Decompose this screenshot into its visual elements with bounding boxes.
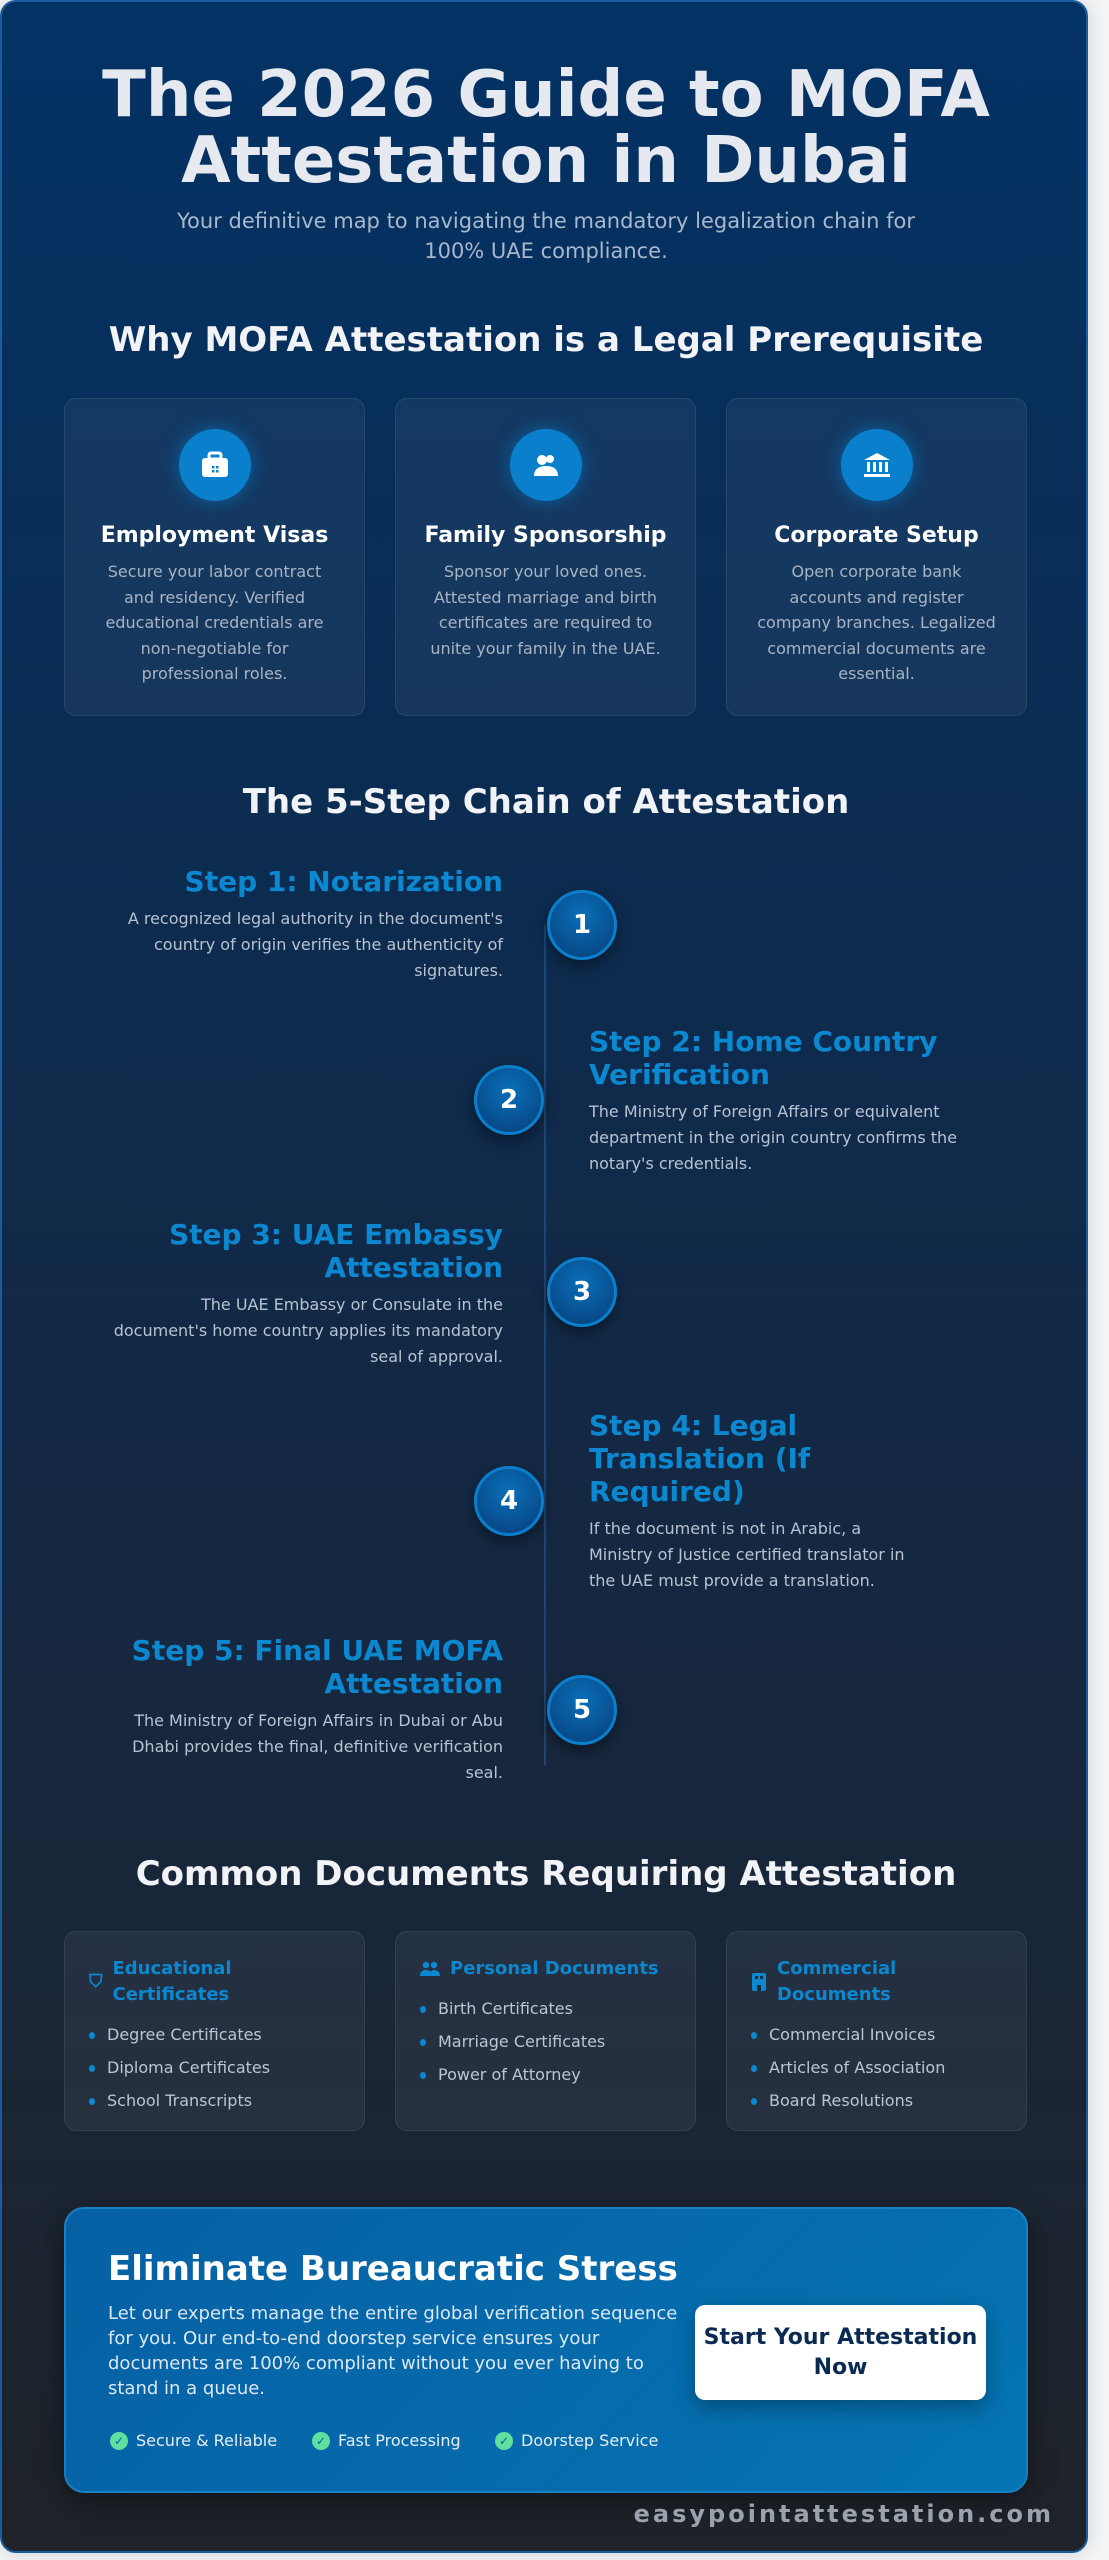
users-icon (420, 1961, 440, 1976)
step-number-1: 1 (547, 890, 617, 960)
list-item: Degree Certificates (89, 2018, 340, 2051)
step-2: Step 2: Home Country Verification The Mi… (589, 1025, 959, 1177)
subtitle: Your definitive map to navigating the ma… (177, 209, 915, 263)
step-number-2: 2 (474, 1065, 544, 1135)
step-number-4: 4 (474, 1466, 544, 1536)
step-desc: A recognized legal authority in the docu… (127, 909, 503, 980)
why-card-family: Family Sponsorship Sponsor your loved on… (395, 398, 696, 716)
list-item: Board Resolutions (751, 2084, 1002, 2117)
why-card-corporate: Corporate Setup Open corporate bank acco… (726, 398, 1027, 716)
list-item: Power of Attorney (420, 2058, 671, 2091)
feature-label: Secure & Reliable (136, 2431, 278, 2450)
card-desc: Open corporate bank accounts and registe… (757, 562, 996, 683)
cta-text: Let our experts manage the entire global… (108, 2303, 678, 2399)
list-item: Articles of Association (751, 2051, 1002, 2084)
list-item: Commercial Invoices (751, 2018, 1002, 2051)
doc-card-educational: ⛉ Educational Certificates Degree Certifi… (64, 1931, 365, 2131)
check-icon: ✓ (110, 2431, 128, 2450)
list-item: Diploma Certificates (89, 2051, 340, 2084)
step-title: Step 2: Home Country Verification (589, 1025, 938, 1091)
why-card-employment: Employment Visas Secure your labor contr… (64, 398, 365, 716)
step-3: Step 3: UAE Embassy Attestation The UAE … (112, 1218, 503, 1370)
brand-footer: easypointattestation.com (633, 2500, 1054, 2528)
step-title: Step 4: Legal Translation (If Required) (589, 1409, 811, 1508)
card-desc: Sponsor your loved ones. Attested marria… (430, 562, 661, 658)
step-number-3: 3 (547, 1257, 617, 1327)
why-heading: Why MOFA Attestation is a Legal Prerequi… (108, 320, 984, 360)
step-desc: The Ministry of Foreign Affairs or equiv… (589, 1102, 958, 1173)
card-title: Corporate Setup (774, 523, 979, 548)
step-title: Step 1: Notarization (184, 865, 503, 898)
step-title: Step 5: Final UAE MOFA Attestation (131, 1634, 503, 1700)
list-item: School Transcripts (89, 2084, 340, 2117)
family-icon (510, 429, 582, 501)
list-item: Birth Certificates (420, 1992, 671, 2025)
step-desc: The UAE Embassy or Consulate in the docu… (113, 1295, 503, 1366)
title-line-2: Attestation in Dubai (181, 124, 911, 198)
doc-card-personal: Personal Documents Birth Certificates Ma… (395, 1931, 696, 2131)
feature-fast: ✓ Fast Processing (312, 2431, 461, 2450)
feature-label: Fast Processing (338, 2431, 461, 2450)
step-number-5: 5 (547, 1675, 617, 1745)
step-1: Step 1: Notarization A recognized legal … (112, 865, 503, 984)
feature-doorstep: ✓ Doorstep Service (495, 2431, 658, 2450)
step-title: Step 3: UAE Embassy Attestation (168, 1218, 503, 1284)
building-icon (752, 1973, 766, 1991)
docs-heading: Common Documents Requiring Attestation (135, 1854, 957, 1894)
check-icon: ✓ (312, 2431, 330, 2450)
cta-panel: Eliminate Bureaucratic Stress Let our ex… (64, 2207, 1028, 2493)
title-line-1: The 2026 Guide to MOFA (102, 58, 990, 132)
infographic: The 2026 Guide to MOFA Attestation in Du… (0, 0, 1088, 2553)
start-attestation-button[interactable]: Start Your Attestation Now (695, 2305, 986, 2400)
doc-card-title: Personal Documents (450, 1958, 659, 1979)
feature-secure: ✓ Secure & Reliable (110, 2431, 277, 2450)
feature-label: Doorstep Service (521, 2431, 659, 2450)
steps-heading: The 5-Step Chain of Attestation (242, 782, 850, 822)
step-4: Step 4: Legal Translation (If Required) … (589, 1409, 929, 1594)
step-desc: The Ministry of Foreign Affairs in Dubai… (132, 1711, 503, 1782)
graduation-cap-icon: ⛉ (89, 1971, 103, 1992)
card-desc: Secure your labor contract and residency… (105, 562, 324, 683)
check-icon: ✓ (495, 2431, 513, 2450)
bank-icon (841, 429, 913, 501)
doc-card-title: Educational Certificates (112, 1958, 232, 2005)
cta-title: Eliminate Bureaucratic Stress (108, 2249, 678, 2289)
step-5: Step 5: Final UAE MOFA Attestation The M… (112, 1634, 503, 1786)
card-title: Employment Visas (100, 523, 329, 548)
card-title: Family Sponsorship (424, 523, 667, 548)
page-title: The 2026 Guide to MOFA Attestation in Du… (2, 62, 1090, 194)
doc-card-title: Commercial Documents (777, 1958, 897, 2005)
briefcase-icon (179, 429, 251, 501)
step-desc: If the document is not in Arabic, a Mini… (589, 1519, 905, 1590)
timeline-line (544, 925, 546, 1765)
list-item: Marriage Certificates (420, 2025, 671, 2058)
doc-card-commercial: Commercial Documents Commercial Invoices… (726, 1931, 1027, 2131)
